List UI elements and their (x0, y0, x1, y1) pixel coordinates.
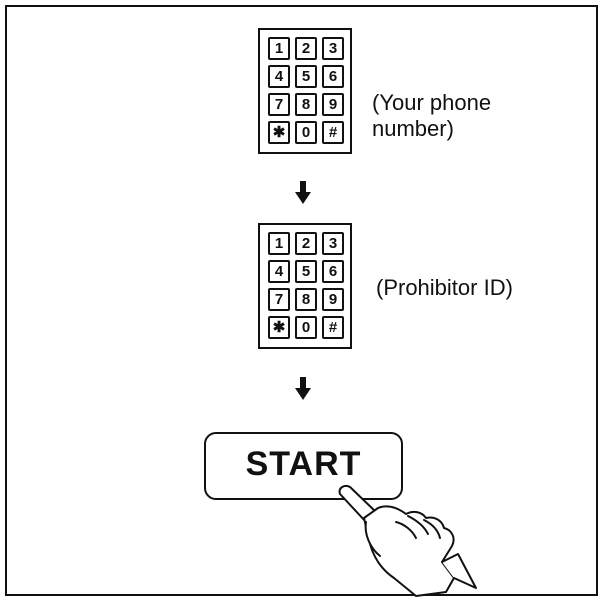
key-7: 7 (268, 93, 290, 116)
key-7: 7 (268, 288, 290, 311)
key-2: 2 (295, 232, 317, 255)
start-button[interactable]: START (204, 432, 403, 500)
pressing-hand-icon (338, 484, 477, 597)
key-6: 6 (322, 65, 344, 88)
key-0: 0 (295, 121, 317, 144)
down-arrow-icon (295, 377, 311, 400)
key-8: 8 (295, 93, 317, 116)
key-hash: # (322, 121, 344, 144)
key-9: 9 (322, 93, 344, 116)
key-star: ✱ (268, 121, 290, 144)
key-1: 1 (268, 232, 290, 255)
diagram-frame (5, 5, 598, 596)
phone-keypad-icon: 1 2 3 4 5 6 7 8 9 ✱ 0 # (258, 223, 352, 349)
key-0: 0 (295, 316, 317, 339)
key-4: 4 (268, 65, 290, 88)
key-5: 5 (295, 65, 317, 88)
key-3: 3 (322, 232, 344, 255)
key-9: 9 (322, 288, 344, 311)
key-1: 1 (268, 37, 290, 60)
key-3: 3 (322, 37, 344, 60)
key-star: ✱ (268, 316, 290, 339)
down-arrow-icon (295, 181, 311, 204)
key-5: 5 (295, 260, 317, 283)
key-6: 6 (322, 260, 344, 283)
step-1-caption: (Your phone number) (372, 90, 492, 141)
key-4: 4 (268, 260, 290, 283)
phone-keypad-icon: 1 2 3 4 5 6 7 8 9 ✱ 0 # (258, 28, 352, 154)
step-2-caption: (Prohibitor ID) (376, 275, 513, 300)
key-8: 8 (295, 288, 317, 311)
key-hash: # (322, 316, 344, 339)
key-2: 2 (295, 37, 317, 60)
